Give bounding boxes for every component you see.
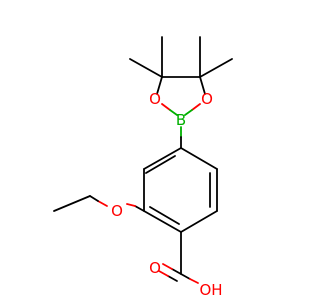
bond-o-ch2-c: [89, 195, 99, 202]
bond-ring-1-inner: [145, 155, 176, 174]
bond-ring-1: [143, 147, 182, 170]
bond-c-oh-c: [180, 273, 191, 280]
bond-ring-o-ether-o: [126, 203, 136, 207]
bond-o-b-right-o: [191, 103, 201, 111]
molecule-drawing: O O B O O OH: [53, 36, 233, 299]
atom-o-ether: O: [111, 202, 123, 220]
atom-o-ring-right: O: [201, 90, 213, 108]
bond-c-o-double-o: [162, 263, 173, 270]
bond-o-b-right-b: [184, 109, 193, 116]
bond-o-b-left-b: [169, 109, 178, 116]
bond-c-o-double2-c: [167, 275, 178, 282]
bond-o-b-left-o: [161, 103, 171, 111]
bond-ring-3: [143, 210, 182, 233]
bond-ring-6: [180, 147, 218, 170]
bond-ethyl: [53, 195, 91, 212]
structure-canvas: O O B O O OH: [53, 36, 233, 299]
bond-c-oh-o: [189, 278, 199, 284]
atom-boron: B: [176, 111, 186, 129]
bond-methyl-4: [199, 58, 233, 78]
bond-c-o-double2-o: [158, 270, 169, 277]
bond-c-o-double-c: [171, 268, 182, 275]
atom-oh: OH: [199, 281, 222, 299]
bond-ring-o-ether-c: [134, 205, 145, 212]
bond-o-ch2-o: [97, 200, 108, 207]
bond-methyl-2: [129, 58, 163, 78]
bond-c-o-right: [199, 76, 206, 95]
bond-ring-4: [180, 210, 218, 233]
bond-ring-3-inner: [149, 206, 180, 225]
atom-o-carbonyl: O: [149, 259, 161, 277]
atom-o-ring-left: O: [149, 90, 161, 108]
bond-c-o-left: [156, 76, 163, 95]
